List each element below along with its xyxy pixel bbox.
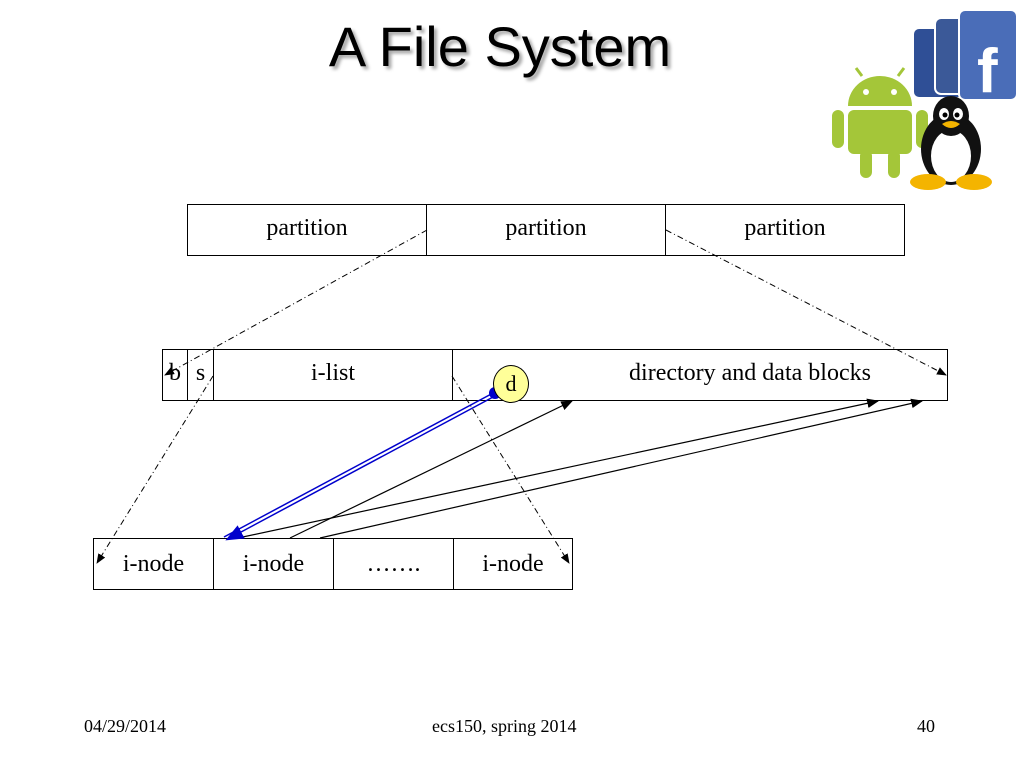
inode-row: i-node i-node ……. i-node (93, 538, 573, 590)
inode-cell: i-node (214, 539, 334, 589)
android-logo (832, 67, 928, 178)
facebook-logo: f (912, 9, 1018, 106)
footer-page-number: 40 (917, 716, 935, 736)
slide-title: A File System (328, 15, 672, 78)
data-blocks-cell: directory and data blocks (453, 350, 947, 400)
footer-course: ecs150, spring 2014 (432, 716, 577, 736)
inode-cell: i-node (94, 539, 214, 589)
partition-cell: partition (744, 215, 826, 241)
partition-zoom-lines (164, 229, 947, 376)
partition-cell: partition (188, 205, 427, 255)
ilist-cell: i-list (214, 350, 453, 400)
directory-pointer-arrow (223, 391, 496, 541)
inode-cell: i-node (482, 551, 544, 577)
inode-block-pointers (237, 398, 924, 539)
data-blocks-label: directory and data blocks (629, 360, 871, 386)
superblock-cell: s (188, 350, 214, 400)
directory-marker: d (493, 365, 529, 403)
partition-cell: partition (427, 205, 666, 255)
directory-marker-label: d (505, 371, 517, 396)
linux-tux-logo (910, 96, 992, 190)
svg-text:f: f (977, 37, 998, 106)
footer-date: 04/29/2014 (84, 716, 167, 736)
partition-row: partition partition partition (187, 204, 905, 256)
partition-layout-row: b s i-list directory and data blocks (162, 349, 948, 401)
boot-block-cell: b (163, 350, 188, 400)
inode-ellipsis-cell: ……. (334, 539, 454, 589)
ilist-zoom-lines (96, 375, 570, 564)
